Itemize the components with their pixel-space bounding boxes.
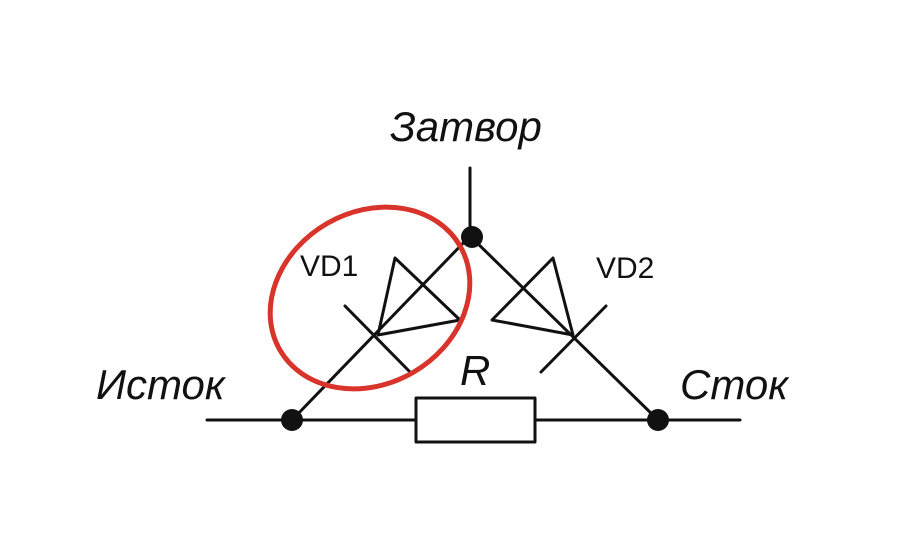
drain-label: Сток <box>680 361 789 408</box>
diode-vd2-bar <box>539 304 608 374</box>
diode-vd1-label: VD1 <box>300 250 359 283</box>
vd1-highlight-circle <box>267 204 473 392</box>
drain-junction-dot <box>647 409 669 431</box>
diode-vd2-triangle <box>490 256 575 337</box>
gate-label: Затвор <box>390 103 542 150</box>
source-junction-dot <box>281 409 303 431</box>
diode-vd1-triangle <box>376 256 462 337</box>
gate-junction-dot <box>461 226 483 248</box>
resistor-body <box>414 396 537 444</box>
right-branch-wire <box>468 234 660 422</box>
diode-vd2-label: VD2 <box>596 252 655 285</box>
source-label: Исток <box>96 361 225 408</box>
resistor-label: R <box>460 347 491 394</box>
diode-vd1-bar <box>343 304 412 374</box>
